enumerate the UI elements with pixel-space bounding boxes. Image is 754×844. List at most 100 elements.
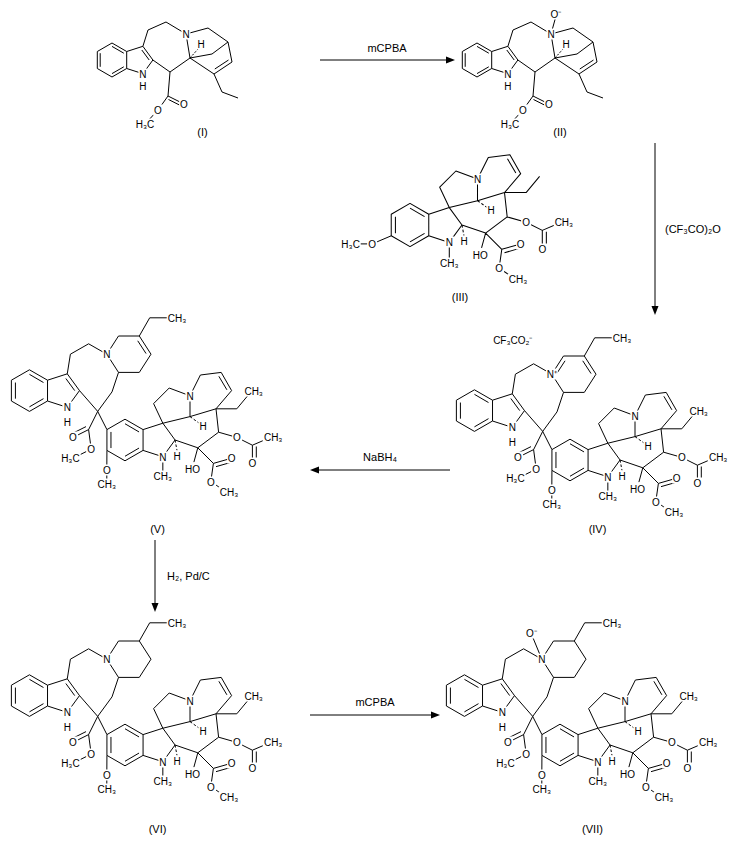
- atom-label: O: [232, 737, 242, 748]
- arrow-shaft: [155, 540, 156, 603]
- atom-label: CH₃: [219, 792, 240, 803]
- structure-v-upper: [11, 318, 170, 458]
- atom-label: CH₃: [263, 737, 284, 748]
- arrow-head: [310, 467, 319, 474]
- atom-label: O: [677, 452, 687, 463]
- atom-label: H: [172, 755, 181, 766]
- atom-label: O: [518, 105, 528, 116]
- atom-label: O: [68, 432, 78, 443]
- reagent-label: (CF₃CO)₂O: [663, 223, 723, 236]
- atom-label: CH₃: [698, 737, 719, 748]
- structure-vii: [446, 623, 705, 797]
- arrow-head: [652, 306, 659, 315]
- atom-label: HO: [619, 768, 636, 779]
- atom-label: N: [445, 237, 454, 248]
- atom-label: H: [617, 470, 626, 481]
- atom-label: O: [86, 749, 96, 760]
- atom-label: O: [86, 444, 96, 455]
- atom-label: O: [672, 473, 682, 484]
- structure-vi-upper: [11, 623, 170, 763]
- atom-label: HO: [472, 249, 489, 260]
- atom-label: O: [102, 464, 112, 475]
- atom-label: O: [683, 763, 693, 774]
- compound-node: (III): [335, 148, 585, 308]
- atom-label: H₃C: [340, 238, 361, 249]
- atom-label: H: [607, 755, 616, 766]
- atom-label: H₃C: [500, 119, 521, 130]
- atom-label: O: [547, 484, 557, 495]
- structure-iv-lower: [552, 392, 716, 512]
- atom-label: O: [521, 217, 531, 228]
- atom-label: H: [198, 725, 207, 736]
- atom-label: CH₃: [263, 432, 284, 443]
- atom-label: H: [459, 236, 468, 247]
- atom-label: O: [248, 763, 258, 774]
- atom-label: O: [531, 464, 541, 475]
- atom-label: H: [503, 81, 512, 92]
- atom-label: HO: [184, 768, 201, 779]
- atom-label: H: [561, 39, 570, 50]
- atom-label: H: [633, 725, 642, 736]
- atom-label: N: [498, 707, 507, 718]
- atom-label: O: [516, 238, 526, 249]
- compound-number: (V): [150, 523, 165, 536]
- reaction-arrow: [320, 57, 455, 64]
- atom-label: N: [508, 422, 517, 433]
- structure-vii-upper: [446, 623, 605, 763]
- structure-i: [97, 22, 238, 124]
- atom-label: CH₃: [97, 784, 118, 795]
- atom-label: N: [546, 29, 555, 40]
- reagent-label: NaBH₄: [361, 451, 399, 464]
- compound-node: (II): [455, 5, 665, 143]
- structure-iv: [456, 338, 715, 512]
- atom-label: O: [651, 496, 661, 507]
- atom-label: H: [498, 721, 507, 732]
- structure-vi-lower: [107, 677, 271, 797]
- extra-bonds: [552, 361, 591, 504]
- atom-label: O: [227, 758, 237, 769]
- structure-vii-lower: [542, 677, 706, 797]
- atom-label: O: [537, 769, 547, 780]
- structure-vi: [11, 623, 270, 797]
- atom-label: CH₃: [588, 776, 609, 787]
- atom-label: HO: [629, 483, 646, 494]
- structure-ii: [462, 16, 603, 124]
- atom-label: N: [181, 29, 190, 40]
- compound-node: (VII): [440, 612, 745, 840]
- structure-iii-skeleton: [391, 155, 561, 279]
- atom-label: N: [620, 695, 629, 706]
- atom-label: CH₃: [688, 405, 709, 416]
- atom-label: O: [206, 476, 216, 487]
- reagent-label: mCPBA: [365, 42, 408, 55]
- atom-label: H: [138, 81, 147, 92]
- atom-label: N: [102, 654, 111, 665]
- structure-iv-upper: [456, 338, 615, 478]
- structure-v: [11, 318, 270, 492]
- reaction-arrow: [310, 712, 440, 719]
- atom-label: O: [662, 758, 672, 769]
- atom-label: H₃C: [60, 758, 81, 769]
- arrow-head: [431, 712, 440, 719]
- reaction-arrow: [152, 540, 159, 612]
- extra-bonds: [107, 341, 146, 484]
- atom-label: O: [227, 453, 237, 464]
- arrow-shaft: [310, 715, 431, 716]
- atom-label: N: [603, 471, 612, 482]
- atom-label: N: [185, 695, 194, 706]
- atom-label: H: [63, 721, 72, 732]
- reagent-label: H₂, Pd/C: [165, 570, 212, 583]
- atom-label: O: [248, 458, 258, 469]
- atom-label: HO: [184, 463, 201, 474]
- compound-number: (II): [553, 126, 566, 139]
- atom-label: H₃C: [505, 473, 526, 484]
- reaction-arrow: [652, 143, 659, 315]
- atom-label: H₃C: [495, 758, 516, 769]
- atom-label: N: [630, 410, 639, 421]
- atom-label: O: [102, 769, 112, 780]
- atom-label: H: [643, 440, 652, 451]
- compound-number: (VI): [149, 823, 167, 836]
- atom-label: CH₃: [542, 499, 563, 510]
- atom-label: N: [158, 451, 167, 462]
